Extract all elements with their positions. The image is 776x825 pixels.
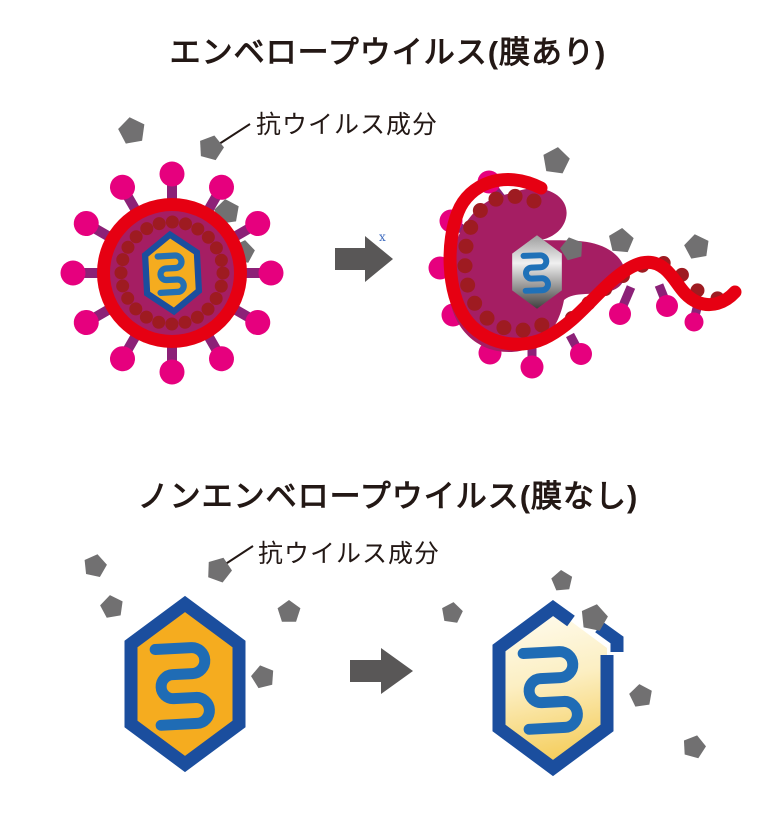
gray-pentagon-particle-icon — [682, 232, 712, 260]
annotation-leader-line-top — [215, 123, 251, 147]
capsid-hexagon — [131, 604, 239, 764]
gray-pentagon-particle-icon — [98, 593, 125, 619]
spike-tip — [570, 343, 592, 365]
capsomere-dots-crescent — [457, 188, 552, 338]
gray-pentagon-particle-icon — [116, 114, 148, 145]
annotation-label-antiviral-top: 抗ウイルス成分 — [256, 111, 439, 139]
gray-pentagon-particle-icon — [541, 145, 572, 175]
destroyed-enveloped-virus — [428, 170, 743, 379]
intact-enveloped-virus — [60, 161, 284, 385]
annotation-leader-line-bottom — [223, 545, 254, 566]
section-title-enveloped: エンベロープウイルス(膜あり) — [169, 35, 607, 70]
gray-pentagon-particle-icon — [203, 553, 236, 585]
resistant-nonenveloped-virus — [492, 599, 624, 777]
stray-x-mark: x — [379, 230, 386, 244]
capsid-border-with-gap — [492, 599, 614, 777]
gray-pentagon-particle-icon — [196, 132, 227, 162]
broken-envelope-ribbon — [443, 173, 742, 351]
section-title-nonenveloped: ノンエンベロープウイルス(膜なし) — [137, 479, 639, 514]
capsid-with-genome — [144, 233, 200, 312]
intact-nonenveloped-virus — [131, 604, 239, 764]
spike-tip — [656, 295, 678, 317]
capsomere-dot-ring — [114, 215, 230, 331]
right-arrow-icon — [335, 236, 393, 282]
gray-pentagon-particle-icon — [440, 600, 464, 624]
spike-tip — [609, 303, 631, 325]
gray-pentagon-particle-icon — [628, 682, 654, 708]
gray-pentagon-particle-icon — [680, 732, 709, 760]
annotation-label-antiviral-bottom: 抗ウイルス成分 — [258, 540, 441, 568]
capsid-hexagon — [144, 233, 200, 312]
gray-pentagon-particle-icon — [607, 226, 635, 253]
gray-pentagon-particle-icon — [81, 551, 109, 578]
gray-pentagon-particle-icon — [550, 569, 574, 591]
capsid-border-fragment — [595, 621, 624, 652]
gray-pentagon-particle-icon — [277, 600, 301, 622]
spike-tip — [684, 312, 704, 332]
spike-tip — [520, 355, 544, 379]
right-arrow-icon — [350, 648, 413, 694]
gray-pentagon-particle-icon — [249, 662, 277, 690]
antiviral-particles-top-right — [541, 145, 712, 262]
